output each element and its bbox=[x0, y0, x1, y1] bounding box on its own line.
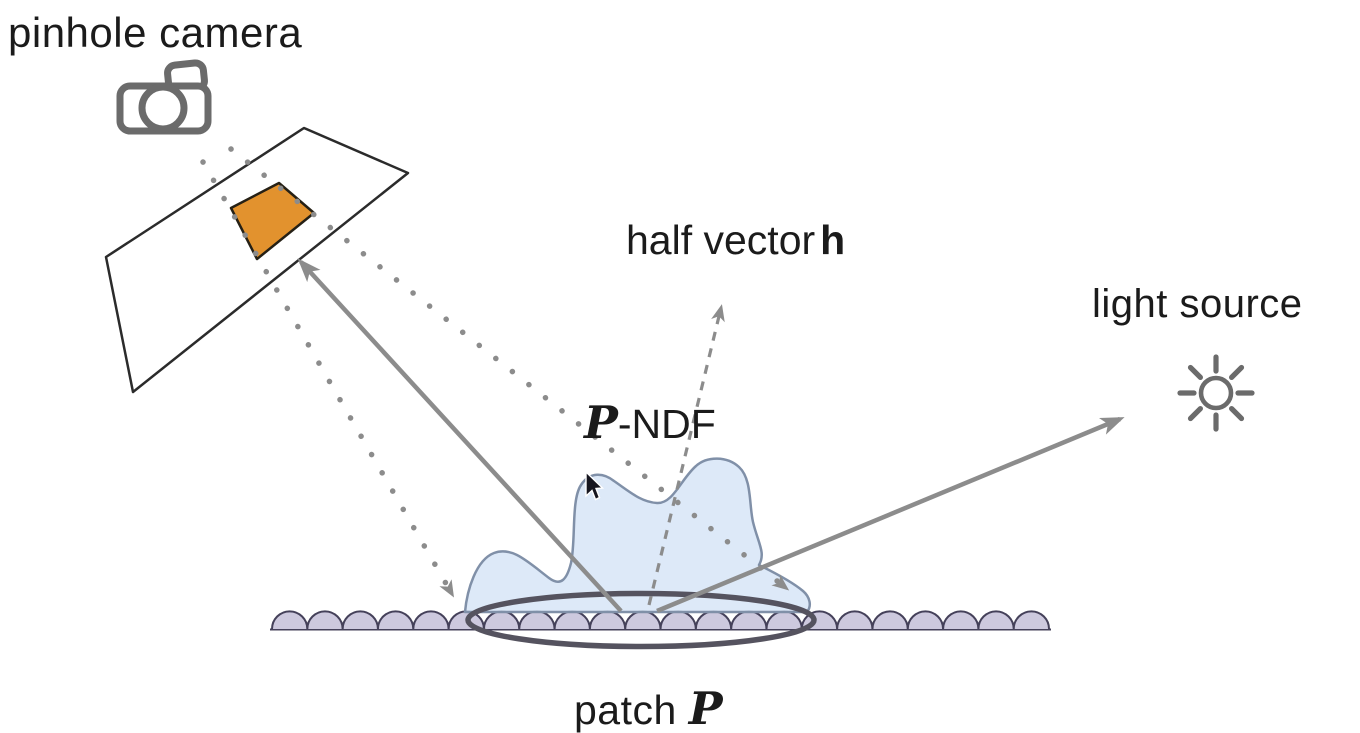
pndf-symbol: P bbox=[584, 396, 618, 449]
camera-icon bbox=[116, 59, 212, 135]
surface-bumps bbox=[271, 610, 1051, 630]
ndf-blob bbox=[463, 457, 812, 614]
light-source-label: light source bbox=[1092, 282, 1303, 326]
patch-ellipse bbox=[465, 590, 817, 650]
half-vector-text: half vector bbox=[626, 217, 816, 263]
pndf-suffix: -NDF bbox=[617, 401, 716, 447]
pinhole-camera-label: pinhole camera bbox=[8, 9, 303, 56]
view-ray-arrow bbox=[297, 258, 623, 613]
sensor-patch bbox=[229, 181, 316, 261]
half-vector-symbol: h bbox=[820, 217, 846, 263]
projection-ray-right-dotted bbox=[228, 146, 790, 591]
projection-ray-left-dotted bbox=[200, 159, 455, 598]
light-ray-arrow bbox=[656, 416, 1125, 614]
patch-symbol: P bbox=[688, 682, 724, 733]
patch-text: patch bbox=[574, 687, 677, 733]
pndf-label: P-NDF bbox=[584, 400, 716, 445]
patch-label: patch P bbox=[574, 686, 723, 731]
sun-icon bbox=[1177, 354, 1255, 432]
cursor-icon bbox=[585, 470, 605, 501]
